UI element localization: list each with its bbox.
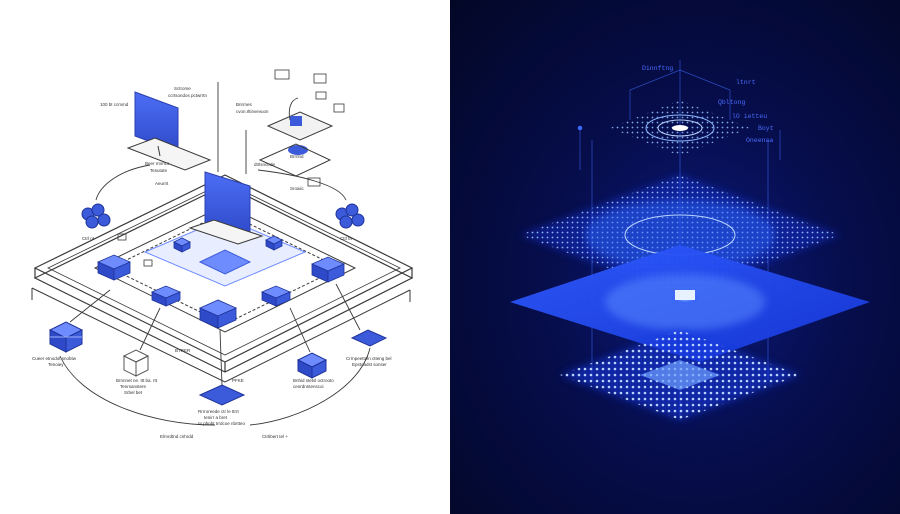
cube-small-top: [173, 237, 191, 253]
label-10: Sroaiic: [290, 186, 305, 191]
solid-sheet-layer: [510, 245, 870, 362]
top-layer: [610, 100, 750, 156]
label-18: PFKE: [232, 378, 244, 383]
right-label-0: Dinnftng: [642, 65, 673, 72]
base-platform: [33, 174, 414, 373]
label-17: BTRER: [175, 348, 191, 353]
label-15: Crrnpeetteln ctteng bel: [346, 356, 392, 361]
layered-block: [296, 352, 328, 379]
bottom-chip-layer: [560, 330, 800, 420]
right-panel: Dinnftng ltnrt Qbltong lO ietteu Boyt On…: [450, 0, 900, 514]
label-14: Tenoiey: [48, 362, 64, 367]
right-label-5: Oneenaa: [746, 137, 773, 144]
label-25: tenirr a bret: [204, 415, 228, 420]
left-panel: Sctrome ccrtsondos pctwrrtn Bnrrnes cvon…: [31, 69, 414, 439]
database-stack: [48, 321, 84, 353]
label-12: Ctrl tn: [340, 236, 352, 241]
wire-cube: [122, 349, 150, 377]
label-24: Rrrroreede ctr le ttrrt: [198, 409, 240, 414]
lower-sheet: [31, 287, 411, 383]
icon-boxes: [117, 69, 345, 267]
flat-card: [350, 329, 388, 347]
label-27: Elrnrdtnd cnhrdd: [160, 434, 194, 439]
label-11: Ctrl nt: [82, 236, 95, 241]
label-26: nr phnbt trrdcoe nbrtteo: [198, 421, 246, 426]
router-stack: [258, 111, 334, 177]
cluster-left: [81, 203, 111, 229]
right-labels: Dinnftng ltnrt Qbltong lO ietteu Boyt On…: [642, 65, 774, 144]
monitor-center: [188, 171, 264, 245]
label-21: Brnnnet ne. ttt ba. rtt: [116, 378, 158, 383]
right-label-1: ltnrt: [736, 79, 756, 86]
label-2: Bnrrnes: [236, 102, 253, 107]
cube-mid-left: [150, 285, 182, 307]
connector-lines: [59, 82, 371, 426]
cube-center: [199, 299, 237, 329]
label-28: Ctrtibert tel +: [262, 434, 288, 439]
server-cubes: [97, 235, 345, 329]
label-1: ccrtsondos pctwrrtn: [168, 93, 208, 98]
right-label-3: lO ietteu: [732, 113, 767, 120]
cube-right: [311, 256, 345, 283]
blue-tile: [198, 384, 246, 406]
label-4: 100 bt ccmmd: [100, 102, 129, 107]
diagram-labels: Sctrome ccrtsondos pctwrrtn Bnrrnes cvon…: [32, 86, 392, 439]
cube-mid-right: [260, 285, 292, 307]
label-9: dtrlsnctrde: [254, 162, 276, 167]
label-22: Tenrsanstere: [120, 384, 147, 389]
label-8: Brrrlnd: [290, 154, 304, 159]
label-19: Bnhid stetsl octrooto: [293, 378, 334, 383]
label-3: cvon.rltinvevuon: [236, 109, 269, 114]
label-20: cenrdnntenscoi: [293, 384, 324, 389]
monitor-top-left: [126, 91, 212, 171]
right-label-2: Qbltong: [718, 99, 745, 106]
cluster-right: [335, 203, 365, 229]
label-0: Sctrome: [174, 86, 191, 91]
isometric-architecture-diagram: Sctrome ccrtsondos pctwrrtn Bnrrnes cvon…: [31, 69, 414, 439]
right-label-4: Boyt: [758, 125, 774, 132]
glowing-layer-stack: Dinnftng ltnrt Qbltong lO ietteu Boyt On…: [510, 60, 870, 420]
label-6: Tesutute: [150, 168, 168, 173]
middle-glow-layer: [520, 175, 840, 295]
label-23: Srbel bet: [124, 390, 143, 395]
cube-small-top-right: [265, 235, 283, 251]
label-16: Epstoadst sonser: [352, 362, 387, 367]
cube-left: [97, 254, 131, 281]
label-7: Aeurnt: [155, 181, 169, 186]
label-5: Beer rmmcs: [145, 161, 170, 166]
label-13: Cueer etnodot snobtw: [32, 356, 77, 361]
